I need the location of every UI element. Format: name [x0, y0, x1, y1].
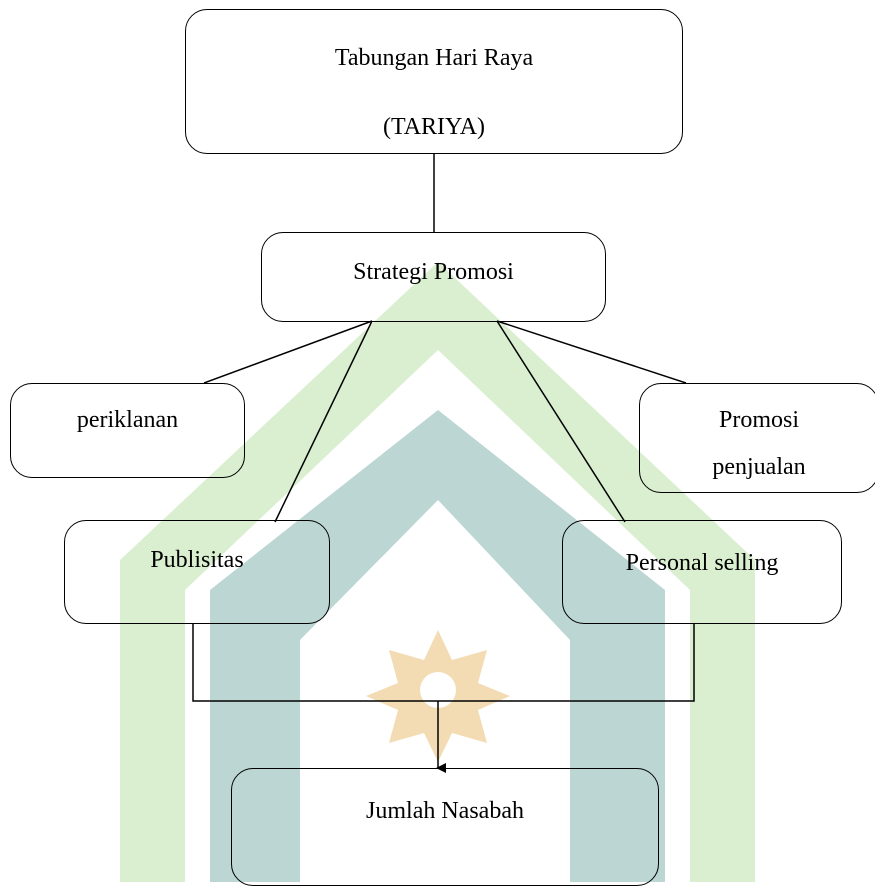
connector-strategy-to-promosi-penjualan	[496, 320, 687, 384]
connector-merge-bracket	[192, 623, 695, 702]
node-periklanan-label: periklanan	[76, 407, 179, 433]
watermark-star-center	[420, 672, 456, 708]
node-personal-selling: Personal selling	[562, 520, 842, 624]
watermark-outer-arch	[120, 262, 755, 882]
node-periklanan: periklanan	[10, 383, 245, 478]
node-promosi-line2: penjualan	[712, 454, 806, 480]
node-tabungan-hari-raya: Tabungan Hari Raya (TARIYA)	[185, 9, 683, 154]
connector-strategy-to-periklanan	[203, 320, 373, 384]
connector-strategy-to-personal-selling	[496, 320, 626, 523]
node-publisitas: Publisitas	[64, 520, 330, 624]
connector-strategy-to-publisitas	[274, 320, 373, 523]
node-personal-selling-label: Personal selling	[625, 550, 779, 576]
node-result-label: Jumlah Nasabah	[366, 798, 524, 824]
node-root-line2: (TARIYA)	[382, 114, 486, 140]
node-strategi-promosi: Strategi Promosi	[261, 232, 606, 322]
node-promosi-line1: Promosi	[718, 407, 799, 433]
node-jumlah-nasabah: Jumlah Nasabah	[231, 768, 659, 886]
node-promosi-penjualan: Promosi penjualan	[639, 383, 875, 493]
node-publisitas-label: Publisitas	[150, 547, 244, 573]
node-strategy-label: Strategi Promosi	[353, 259, 514, 285]
node-root-line1: Tabungan Hari Raya	[334, 45, 534, 71]
